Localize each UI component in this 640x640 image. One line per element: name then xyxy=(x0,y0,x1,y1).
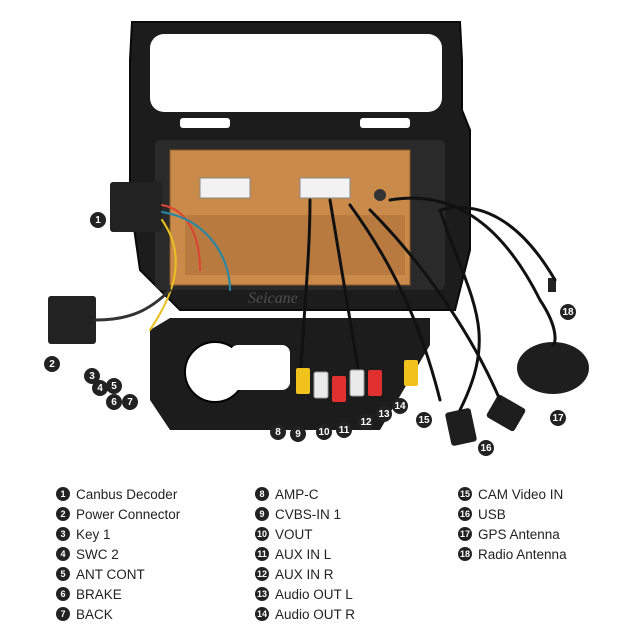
legend-number: 14 xyxy=(255,607,269,621)
head-unit-illustration xyxy=(48,21,589,446)
callout-badge: 16 xyxy=(478,440,494,456)
callout-badge: 11 xyxy=(336,422,352,438)
legend-label: USB xyxy=(478,506,506,522)
legend-number: 12 xyxy=(255,567,269,581)
callout-badge: 5 xyxy=(106,378,122,394)
legend-number: 17 xyxy=(458,527,472,541)
legend-label: VOUT xyxy=(275,526,313,542)
legend-item: 16 USB xyxy=(458,504,567,524)
legend-item: 9 CVBS-IN 1 xyxy=(255,504,355,524)
legend-number: 3 xyxy=(56,527,70,541)
callout-badge: 18 xyxy=(560,304,576,320)
legend-label: SWC 2 xyxy=(76,546,119,562)
callout-badge: 8 xyxy=(270,424,286,440)
legend-number: 1 xyxy=(56,487,70,501)
legend-label: ANT CONT xyxy=(76,566,145,582)
legend-item: 6 BRAKE xyxy=(56,584,180,604)
legend-label: BRAKE xyxy=(76,586,122,602)
legend-number: 2 xyxy=(56,507,70,521)
legend-item: 18 Radio Antenna xyxy=(458,544,567,564)
legend-item: 15 CAM Video IN xyxy=(458,484,567,504)
legend-item: 13 Audio OUT L xyxy=(255,584,355,604)
legend-item: 10 VOUT xyxy=(255,524,355,544)
legend-number: 16 xyxy=(458,507,472,521)
callout-badge: 13 xyxy=(376,406,392,422)
legend-item: 12 AUX IN R xyxy=(255,564,355,584)
legend-number: 11 xyxy=(255,547,269,561)
legend-number: 8 xyxy=(255,487,269,501)
callout-badge: 6 xyxy=(106,394,122,410)
callout-badge: 10 xyxy=(316,424,332,440)
legend-number: 18 xyxy=(458,547,472,561)
legend-item: 7 BACK xyxy=(56,604,180,624)
legend-column: 8 AMP-C 9 CVBS-IN 1 10 VOUT 11 AUX IN L 12 AU… xyxy=(255,484,355,624)
legend-number: 13 xyxy=(255,587,269,601)
legend-item: 3 Key 1 xyxy=(56,524,180,544)
legend-label: GPS Antenna xyxy=(478,526,560,542)
legend-label: BACK xyxy=(76,606,113,622)
callout-badge: 2 xyxy=(44,356,60,372)
heat-fins xyxy=(185,215,405,275)
legend-item: 1 Canbus Decoder xyxy=(56,484,180,504)
legend-item: 2 Power Connector xyxy=(56,504,180,524)
legend-item: 4 SWC 2 xyxy=(56,544,180,564)
cables xyxy=(94,196,557,412)
legend-label: Canbus Decoder xyxy=(76,486,178,502)
watermark: Seicane xyxy=(248,290,298,307)
legend-label: Key 1 xyxy=(76,526,111,542)
legend-label: Audio OUT R xyxy=(275,606,356,622)
legend-label: Audio OUT L xyxy=(275,586,353,602)
legend-number: 4 xyxy=(56,547,70,561)
legend-label: AMP-C xyxy=(275,486,319,502)
legend-item: 5 ANT CONT xyxy=(56,564,180,584)
legend-number: 7 xyxy=(56,607,70,621)
legend-number: 5 xyxy=(56,567,70,581)
legend-label: Power Connector xyxy=(76,506,181,522)
callout-badge: 15 xyxy=(416,412,432,428)
callout-badge: 7 xyxy=(122,394,138,410)
legend-item: 8 AMP-C xyxy=(255,484,355,504)
legend-label: CAM Video IN xyxy=(478,486,564,502)
callout-badge: 14 xyxy=(392,398,408,414)
wiring-diagram: Seicane 1 2 3 4 5 6 7 8 9 10 11 12 13 14… xyxy=(44,21,589,456)
legend-number: 9 xyxy=(255,507,269,521)
legend-item: 17 GPS Antenna xyxy=(458,524,567,544)
callout-badge: 9 xyxy=(290,426,306,442)
callout-badge: 1 xyxy=(90,212,106,228)
callout-badge: 4 xyxy=(92,380,108,396)
legend-label: AUX IN L xyxy=(275,546,332,562)
legend-label: Radio Antenna xyxy=(478,546,567,562)
legend-column: 15 CAM Video IN 16 USB 17 GPS Antenna 18 Rad… xyxy=(458,484,567,564)
legend-label: CVBS-IN 1 xyxy=(275,506,342,522)
legend-number: 10 xyxy=(255,527,269,541)
rca-plugs xyxy=(296,360,418,402)
legend-label: AUX IN R xyxy=(275,566,334,582)
legend-item: 11 AUX IN L xyxy=(255,544,355,564)
legend-number: 15 xyxy=(458,487,472,501)
legend-number: 6 xyxy=(56,587,70,601)
callout-badge: 17 xyxy=(550,410,566,426)
legend-item: 14 Audio OUT R xyxy=(255,604,355,624)
callout-badge: 12 xyxy=(358,414,374,430)
